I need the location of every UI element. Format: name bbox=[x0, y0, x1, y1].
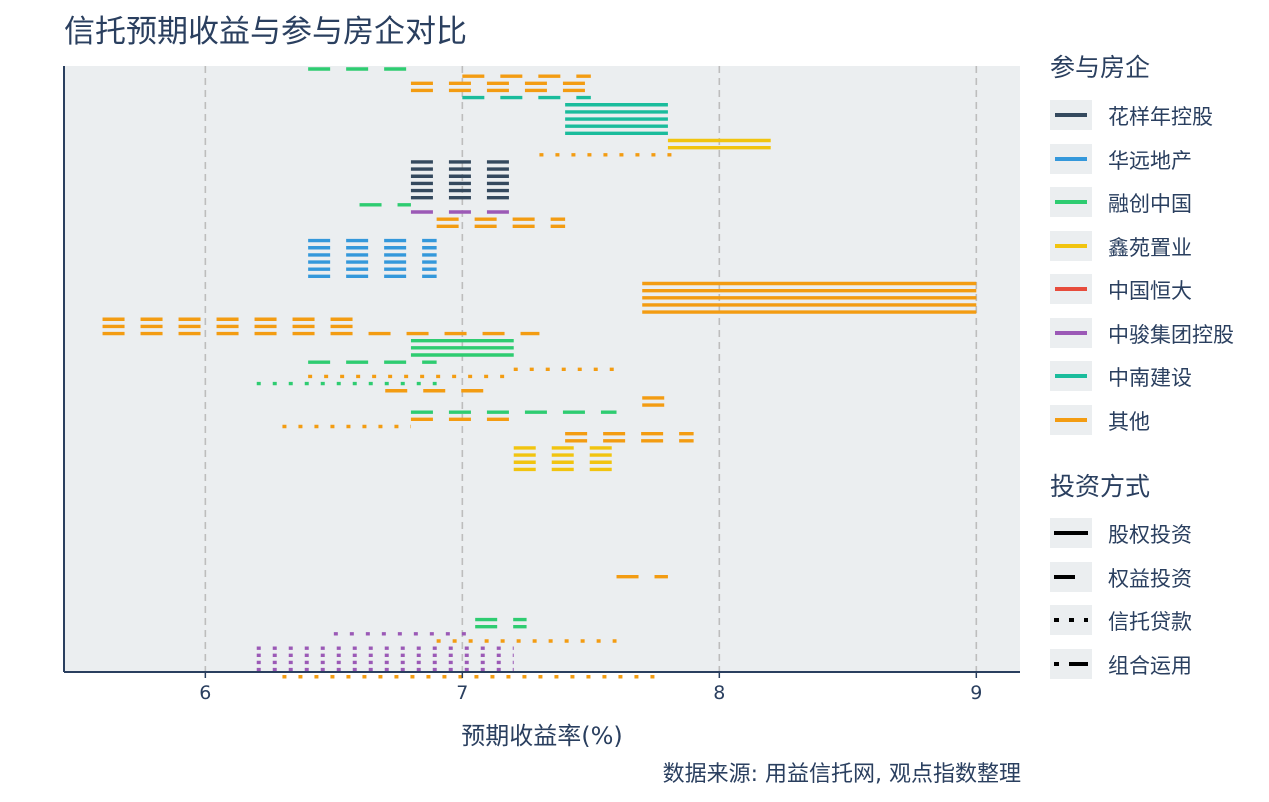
legend-swatch bbox=[1050, 561, 1092, 592]
legend-swatch bbox=[1050, 361, 1092, 391]
legend-label: 华远地产 bbox=[1108, 148, 1192, 173]
legend-swatch bbox=[1050, 274, 1092, 304]
legend-label: 花样年控股 bbox=[1108, 105, 1213, 129]
legend-item-developer-6: 中南建设 bbox=[1050, 361, 1260, 391]
legend-item-method-0: 股权投资 bbox=[1050, 518, 1260, 548]
data-marks bbox=[102, 67, 977, 679]
legend-item-developer-7: 其他 bbox=[1050, 404, 1260, 435]
source-note: 数据来源: 用益信托网, 观点指数整理 bbox=[662, 762, 1021, 787]
legend-swatch bbox=[1050, 648, 1092, 679]
legend-title-method: 投资方式 bbox=[1050, 472, 1151, 501]
legend-swatch bbox=[1050, 187, 1092, 217]
legend-item-developer-2: 融创中国 bbox=[1050, 187, 1260, 217]
chart-title: 信托预期收益与参与房企对比 bbox=[64, 14, 467, 50]
x-axis-label: 预期收益率(%) bbox=[461, 722, 623, 750]
legend-item-developer-4: 中国恒大 bbox=[1050, 274, 1260, 304]
legend-label: 组合运用 bbox=[1108, 653, 1192, 678]
legend-swatch bbox=[1050, 100, 1092, 130]
legend-swatch bbox=[1050, 143, 1092, 174]
legend-item-developer-5: 中骏集团控股 bbox=[1050, 317, 1260, 348]
tick-label-6: 6 bbox=[199, 682, 211, 704]
legend-label: 鑫苑置业 bbox=[1108, 235, 1192, 260]
tick-label-9: 9 bbox=[970, 682, 982, 704]
legend-title-developer: 参与房企 bbox=[1050, 53, 1151, 82]
legend-swatch bbox=[1050, 404, 1092, 435]
legend-label: 股权投资 bbox=[1108, 523, 1192, 547]
legend-item-developer-0: 花样年控股 bbox=[1050, 100, 1260, 130]
x-ticks: 6 7 8 9 bbox=[199, 672, 982, 704]
legend-swatch bbox=[1050, 230, 1092, 261]
legend-item-method-3: 组合运用 bbox=[1050, 648, 1260, 679]
legend-swatch bbox=[1050, 317, 1092, 348]
legend-item-method-1: 权益投资 bbox=[1050, 561, 1260, 592]
legend-item-developer-3: 鑫苑置业 bbox=[1050, 230, 1260, 261]
axes bbox=[63, 66, 1020, 673]
legend-swatch bbox=[1050, 605, 1092, 635]
grid-lines bbox=[204, 66, 978, 672]
legend-item-developer-1: 华远地产 bbox=[1050, 143, 1260, 174]
legend-swatch bbox=[1050, 518, 1092, 548]
legend-label: 融创中国 bbox=[1108, 192, 1192, 216]
tick-label-8: 8 bbox=[713, 682, 725, 704]
legend-label: 中南建设 bbox=[1108, 366, 1192, 390]
legend-label: 信托贷款 bbox=[1108, 610, 1192, 634]
legend-label: 权益投资 bbox=[1108, 566, 1192, 591]
legend-label: 中骏集团控股 bbox=[1108, 322, 1234, 347]
legend-label: 中国恒大 bbox=[1108, 279, 1192, 303]
tick-label-7: 7 bbox=[456, 682, 468, 704]
legend-label: 其他 bbox=[1108, 409, 1150, 434]
plot-background bbox=[64, 66, 1020, 672]
legend-item-method-2: 信托贷款 bbox=[1050, 605, 1260, 635]
